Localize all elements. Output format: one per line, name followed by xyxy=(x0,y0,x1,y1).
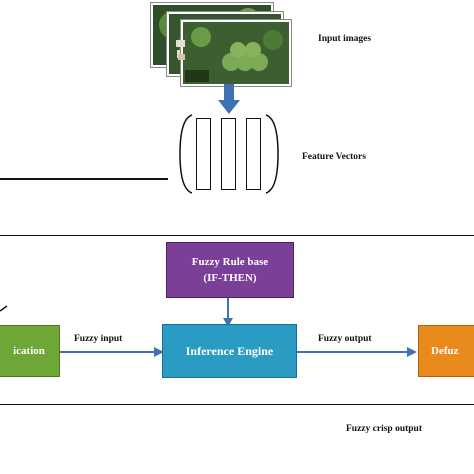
fuzzy-rule-base-title: Fuzzy Rule base xyxy=(191,256,269,268)
inference-engine-label: Inference Engine xyxy=(185,343,274,358)
fuzzy-output-label: Fuzzy output xyxy=(318,334,372,344)
fuzzy-rule-base-subtitle: (IF-THEN) xyxy=(203,272,257,284)
input-image-tag xyxy=(176,40,185,47)
defuzzification-box: Defuz xyxy=(418,325,474,377)
inference-engine-box: Inference Engine xyxy=(162,324,297,378)
fuzzy-input-arrow-icon xyxy=(60,347,164,357)
fuzzy-crisp-output-label: Fuzzy crisp output xyxy=(346,424,422,434)
feature-vectors-label: Feature Vectors xyxy=(302,152,366,162)
feature-vector-3 xyxy=(246,118,261,190)
fuzzy-output-arrow-icon xyxy=(297,347,417,357)
feature-vector-1 xyxy=(196,118,211,190)
partial-arrow-icon xyxy=(0,305,8,312)
right-bracket-icon xyxy=(265,114,279,194)
fuzzification-label: ication xyxy=(13,345,45,357)
input-images-label: Input images xyxy=(318,34,372,44)
frame-top-line xyxy=(0,235,474,236)
rule-to-engine-arrow-icon xyxy=(223,298,233,327)
input-image-tag-2 xyxy=(178,54,185,60)
fuzzy-input-label: Fuzzy input xyxy=(74,334,123,344)
fuzzy-rule-base-box: Fuzzy Rule base (IF-THEN) xyxy=(166,242,294,298)
connector-line xyxy=(0,178,168,180)
down-arrow-icon xyxy=(218,84,240,114)
input-image-front xyxy=(181,20,291,86)
fuzzification-box: ication xyxy=(0,325,60,377)
defuzzification-label: Defuz xyxy=(431,345,459,357)
feature-vector-2 xyxy=(221,118,236,190)
frame-bottom-line xyxy=(0,404,474,405)
left-bracket-icon xyxy=(179,114,193,194)
